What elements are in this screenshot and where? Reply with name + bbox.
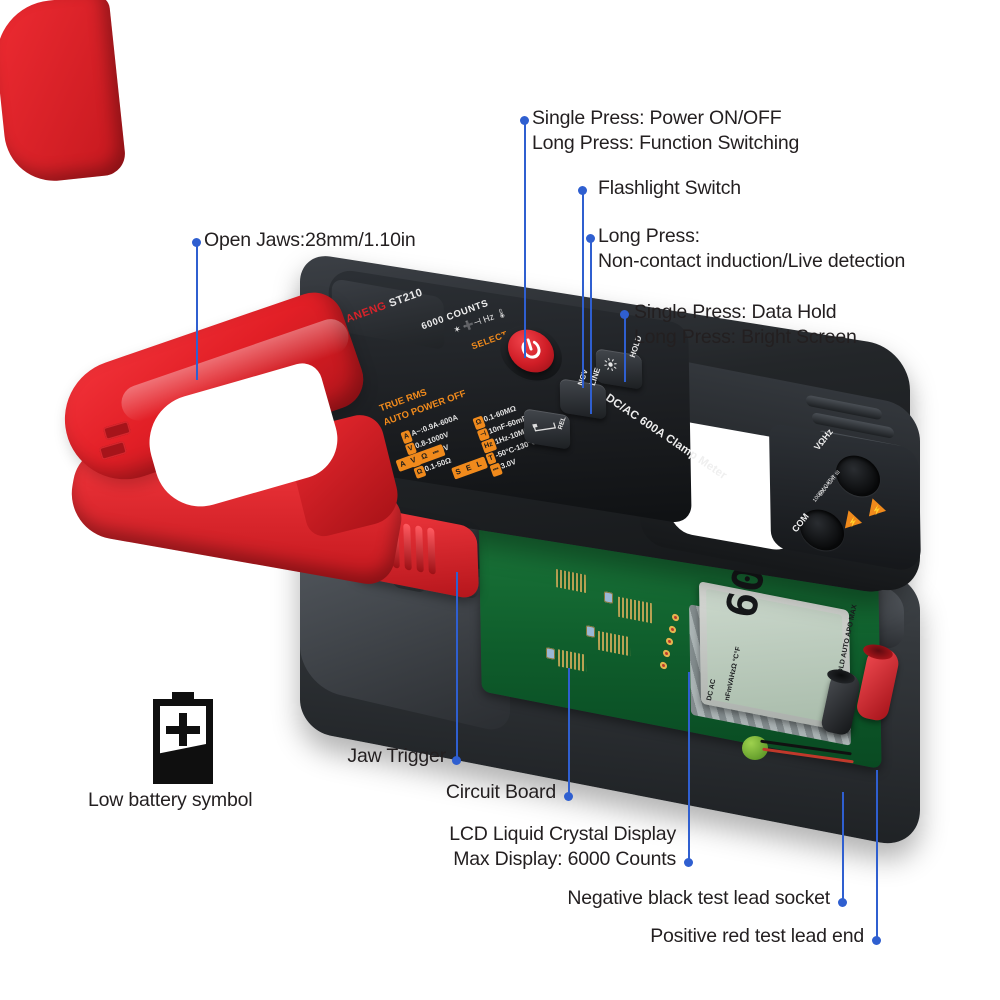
pcb-component xyxy=(603,591,614,604)
callout-lcd: LCD Liquid Crystal Display Max Display: … xyxy=(420,822,676,872)
leader-dot-positive-lead xyxy=(872,936,881,945)
leader-line-hold xyxy=(624,316,627,382)
clamp-jaw-bend xyxy=(0,0,128,186)
leader-dot-hold xyxy=(620,310,629,319)
callout-power-line-2: Long Press: Function Switching xyxy=(532,132,800,154)
callout-hold-line-1: Single Press: Data Hold xyxy=(634,301,837,323)
leader-dot-circuit-board xyxy=(564,792,573,801)
callout-positive-lead-line-1: Positive red test lead end xyxy=(650,925,864,947)
leader-line-ncv xyxy=(590,240,593,414)
leader-dot-lcd xyxy=(684,858,693,867)
power-icon xyxy=(521,338,541,359)
callout-flashlight: Flashlight Switch xyxy=(598,176,741,201)
callout-negative-socket-line-1: Negative black test lead socket xyxy=(567,887,830,909)
low-battery-icon xyxy=(153,692,213,784)
callout-lcd-line-2: Max Display: 6000 Counts xyxy=(453,848,676,870)
callout-circuit-board-line-1: Circuit Board xyxy=(445,781,556,803)
leader-line-negative-socket xyxy=(842,792,845,902)
rel-icon xyxy=(532,422,557,432)
leader-dot-open-jaws xyxy=(192,238,201,247)
callout-power-button: Single Press: Power ON/OFF Long Press: F… xyxy=(532,106,799,156)
callout-circuit-board: Circuit Board xyxy=(420,780,556,805)
leader-line-open-jaws xyxy=(196,244,199,380)
battery-cap xyxy=(172,692,194,701)
leader-dot-flashlight xyxy=(578,186,587,195)
callout-open-jaws: Open Jaws:28mm/1.10in xyxy=(204,228,416,253)
low-battery-caption: Low battery symbol xyxy=(88,789,253,811)
pcb-component xyxy=(585,625,596,638)
leader-dot-jaw-trigger xyxy=(452,756,461,765)
callout-open-jaws-line-1: Open Jaws:28mm/1.10in xyxy=(204,229,416,251)
callout-lcd-line-1: LCD Liquid Crystal Display xyxy=(449,823,676,845)
leader-dot-power xyxy=(520,116,529,125)
spec-text: 3.0V xyxy=(499,456,518,471)
callout-ncv-line-2: Non-contact induction/Live detection xyxy=(598,250,906,272)
leader-line-flashlight xyxy=(582,192,585,388)
callout-jaw-trigger-line-1: Jaw Trigger xyxy=(347,745,446,767)
callout-flashlight-line-1: Flashlight Switch xyxy=(598,177,741,199)
leader-line-jaw-trigger xyxy=(456,572,459,760)
leader-line-positive-lead xyxy=(876,770,879,940)
leader-line-circuit-board xyxy=(568,668,571,796)
battery-plus-horizontal xyxy=(166,726,200,734)
leader-line-lcd xyxy=(688,672,691,862)
leader-dot-negative-socket xyxy=(838,898,847,907)
pcb-component xyxy=(545,647,556,660)
callout-positive-lead: Positive red test lead end xyxy=(600,924,864,949)
callout-power-line-1: Single Press: Power ON/OFF xyxy=(532,107,782,129)
leader-line-power xyxy=(524,122,527,358)
callout-ncv: Long Press: Non-contact induction/Live d… xyxy=(598,224,905,274)
callout-hold: Single Press: Data Hold Long Press: Brig… xyxy=(634,300,857,350)
callout-jaw-trigger: Jaw Trigger xyxy=(336,744,446,769)
leader-dot-ncv xyxy=(586,234,595,243)
callout-negative-socket: Negative black test lead socket xyxy=(556,886,830,911)
callout-ncv-line-1: Long Press: xyxy=(598,225,700,247)
flashlight-icon xyxy=(604,357,617,372)
callout-hold-line-2: Long Press: Bright Screen xyxy=(634,326,857,348)
